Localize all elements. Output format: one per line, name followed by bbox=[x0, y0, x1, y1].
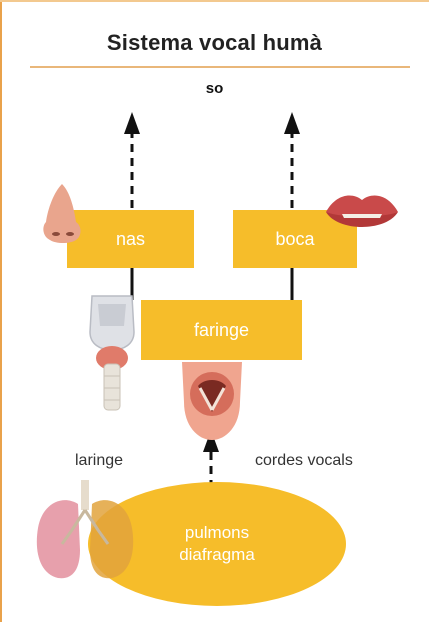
lips-image bbox=[322, 188, 402, 236]
nas-box: nas bbox=[67, 210, 194, 268]
faringe-label: faringe bbox=[194, 320, 249, 341]
boca-label: boca bbox=[275, 229, 314, 250]
nas-label: nas bbox=[116, 229, 145, 250]
boca-arrowhead bbox=[284, 112, 300, 134]
nose-image bbox=[40, 182, 84, 246]
faringe-box: faringe bbox=[141, 300, 302, 360]
larynx-image bbox=[84, 292, 140, 414]
cordes-vocals-label: cordes vocals bbox=[255, 452, 353, 470]
nas-arrowhead bbox=[124, 112, 140, 134]
vocal-cords-image bbox=[178, 362, 246, 442]
pulmons-label: pulmons bbox=[185, 522, 249, 544]
lungs-image bbox=[32, 480, 138, 584]
laringe-label: laringe bbox=[75, 452, 123, 470]
diafragma-label: diafragma bbox=[179, 544, 255, 566]
